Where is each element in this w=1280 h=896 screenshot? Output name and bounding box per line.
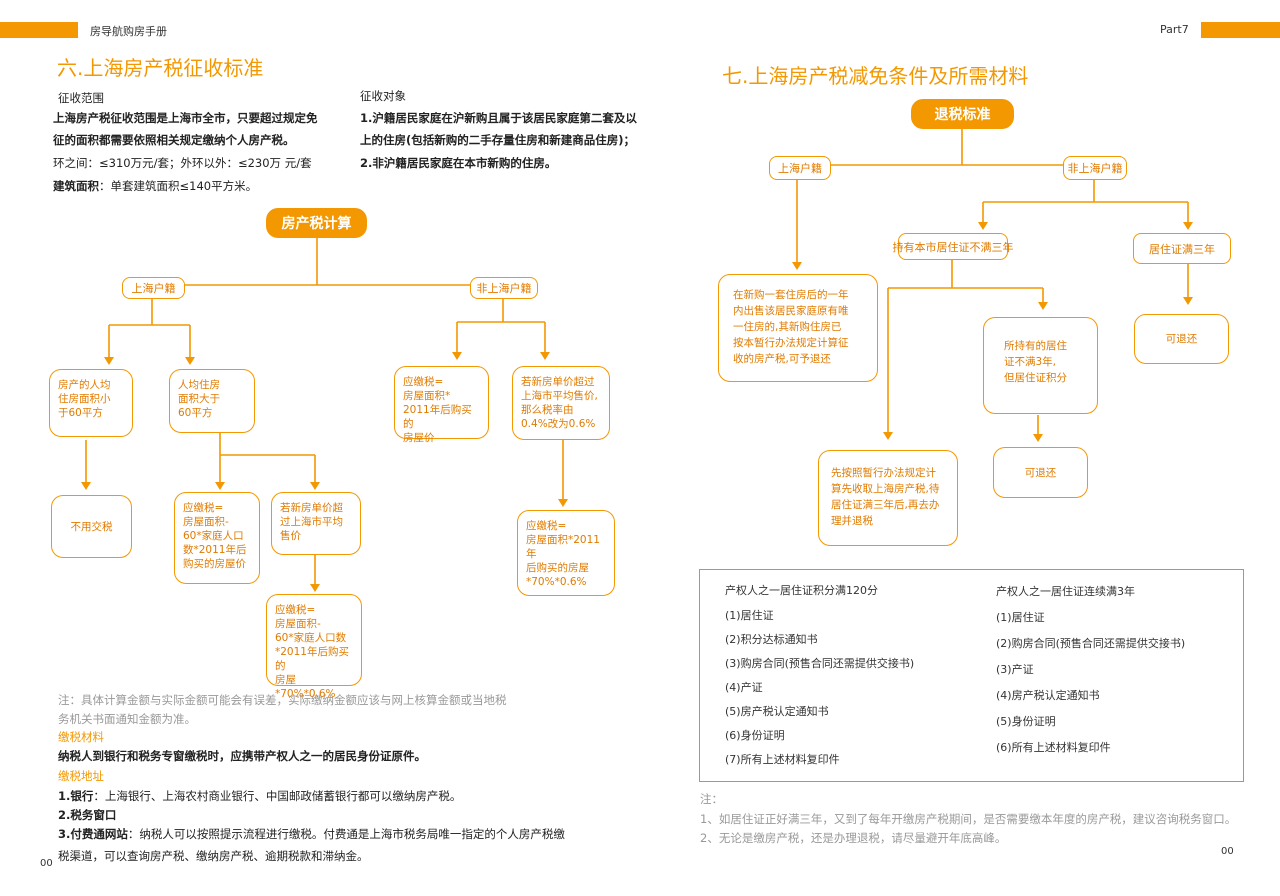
scope-line-2: 征的面积都需要依照相关规定缴纳个人房产税。 — [53, 133, 295, 147]
node-nonlocal-formula: 应缴税= 房屋面积* 2011年后购买的 房屋价 — [394, 366, 489, 444]
materials-col-1-item: (5)房产税认定通知书 — [725, 705, 829, 718]
target-heading: 征收对象 — [360, 89, 406, 103]
materials-col-2: 产权人之一居住证连续满3年 (1)居住证 (2)购房合同(预售合同还需提供交接书… — [996, 579, 1185, 761]
node-nonlocal-if-price: 若新房单价超过 上海市平均售价, 那么税率由 0.4%改为0.6% — [512, 366, 610, 440]
scope-area-text: ：单套建筑面积≤140平方米。 — [99, 179, 258, 193]
node-local-refund-rule: 在新购一套住房后的一年 内出售该居民家庭原有唯 一住房的,其新购住房已 按本暂行… — [718, 274, 878, 382]
scope-line-3: 环之间：≤310万元/套；外环以外：≤230万 元/套 — [53, 156, 312, 170]
materials-col-1-item: (3)购房合同(预售合同还需提供交接书) — [725, 657, 915, 670]
materials-col-2-item: (3)产证 — [996, 663, 1034, 676]
right-note-line-1: 1、如居住证正好满三年，又到了每年开缴房产税期间，是否需要缴本年度的房产税，建议… — [700, 812, 1237, 826]
left-page-number: 00 — [40, 858, 53, 869]
address-1-text: ：上海银行、上海农村商业银行、中国邮政储蓄银行都可以缴纳房产税。 — [93, 789, 462, 803]
left-page-title: 六.上海房产税征收标准 — [57, 56, 264, 80]
materials-col-2-item: (4)房产税认定通知书 — [996, 689, 1100, 702]
materials-col-2-item: (2)购房合同(预售合同还需提供交接书) — [996, 637, 1186, 650]
node-under-60: 房产的人均 住房面积小 于60平方 — [49, 369, 133, 437]
header-bar-right — [1201, 22, 1280, 38]
right-tag-nonlocal: 非上海户籍 — [1063, 156, 1127, 180]
left-note-line-2: 务机关书面通知金额为准。 — [58, 712, 196, 726]
materials-col-1-item: (6)身份证明 — [725, 729, 785, 742]
node-refund-b: 可退还 — [993, 447, 1088, 498]
address-3: 3.付费通网站：纳税人可以按照提示流程进行缴税。付费通是上海市税务局唯一指定的个… — [58, 823, 565, 845]
address-3-line-2: 税渠道，可以查询房产税、缴纳房产税、逾期税款和滞纳金。 — [58, 849, 369, 863]
material-text: 纳税人到银行和税务专窗缴税时，应携带产权人之一的居民身份证原件。 — [58, 749, 426, 763]
right-page-number: 00 — [1221, 846, 1234, 857]
node-exempt: 不用交税 — [51, 495, 132, 558]
address-heading: 缴税地址 — [58, 769, 104, 783]
target-line-3: 2.非沪籍居民家庭在本市新购的住房。 — [360, 156, 557, 170]
left-note-line-1: 注：具体计算金额与实际金额可能会有误差，实际缴纳金额应该与网上核算金额或当地税 — [58, 693, 507, 707]
node-nonlocal-formula-2: 应缴税= 房屋面积*2011年 后购买的房屋 *70%*0.6% — [517, 510, 615, 596]
materials-box — [699, 569, 1244, 782]
materials-col-2-item: (1)居住证 — [996, 611, 1045, 624]
header-title: 房导航购房手册 — [90, 25, 167, 38]
node-formula-1: 应缴税= 房屋面积- 60*家庭人口 数*2011年后 购买的房屋价 — [174, 492, 260, 584]
target-line-1: 1.沪籍居民家庭在沪新购且属于该居民家庭第二套及以 — [360, 111, 637, 125]
materials-col-1-heading: 产权人之一居住证积分满120分 — [725, 584, 878, 597]
node-permit-under-3: 持有本市居住证不满三年 — [893, 233, 1014, 260]
right-tag-local: 上海户籍 — [769, 156, 831, 180]
scope-area-label: 建筑面积 — [53, 179, 99, 193]
node-if-price: 若新房单价超 过上海市平均 售价 — [271, 492, 361, 555]
header-bar-left — [0, 22, 78, 38]
scope-heading: 征收范围 — [58, 91, 104, 105]
materials-col-2-item: (5)身份证明 — [996, 715, 1056, 728]
right-flow-root: 退税标准 — [911, 99, 1014, 129]
materials-col-1-item: (4)产证 — [725, 681, 763, 694]
materials-col-1: 产权人之一居住证积分满120分 (1)居住证 (2)积分达标通知书 (3)购房合… — [725, 578, 914, 772]
scope-line-1: 上海房产税征收范围是上海市全市，只要超过规定免 — [53, 111, 318, 125]
node-permit-full-3: 居住证满三年 — [1133, 233, 1231, 264]
header-part: Part7 — [1160, 23, 1189, 36]
target-line-2: 上的住房(包括新购的二手存量住房和新建商品住房)； — [360, 133, 636, 147]
scope-area: 建筑面积：单套建筑面积≤140平方米。 — [53, 175, 257, 197]
materials-col-2-heading: 产权人之一居住证连续满3年 — [996, 585, 1135, 598]
right-note-label: 注： — [700, 792, 723, 806]
address-2: 2.税务窗口 — [58, 808, 117, 822]
address-3-text: ：纳税人可以按照提示流程进行缴税。付费通是上海市税务局唯一指定的个人房产税缴 — [127, 827, 565, 841]
right-note-line-2: 2、无论是缴房产税，还是办理退税，请尽量避开年底高峰。 — [700, 831, 1007, 845]
address-1: 1.银行：上海银行、上海农村商业银行、中国邮政储蓄银行都可以缴纳房产税。 — [58, 785, 461, 807]
left-flow-root: 房产税计算 — [266, 208, 367, 238]
node-over-60: 人均住房 面积大于 60平方 — [169, 369, 255, 433]
materials-col-1-item: (7)所有上述材料复印件 — [725, 753, 840, 766]
material-heading: 缴税材料 — [58, 730, 104, 744]
materials-col-1-item: (2)积分达标通知书 — [725, 633, 818, 646]
node-formula-2: 应缴税= 房屋面积- 60*家庭人口数 *2011年后购买的 房屋*70%*0.… — [266, 594, 362, 700]
node-points: 所持有的居住 证不满3年, 但居住证积分 — [983, 317, 1098, 414]
address-3-label: 3.付费通网站 — [58, 827, 128, 841]
node-refund-a: 可退还 — [1134, 314, 1229, 364]
materials-col-2-item: (6)所有上述材料复印件 — [996, 741, 1111, 754]
node-collect-first: 先按照暂行办法规定计 算先收取上海房产税,待 居住证满三年后,再去办 理并退税 — [818, 450, 958, 546]
left-tag-local: 上海户籍 — [122, 277, 185, 299]
materials-col-1-item: (1)居住证 — [725, 609, 774, 622]
left-tag-nonlocal: 非上海户籍 — [470, 277, 538, 299]
right-page-title: 七.上海房产税减免条件及所需材料 — [722, 64, 1029, 88]
address-1-label: 1.银行 — [58, 789, 94, 803]
